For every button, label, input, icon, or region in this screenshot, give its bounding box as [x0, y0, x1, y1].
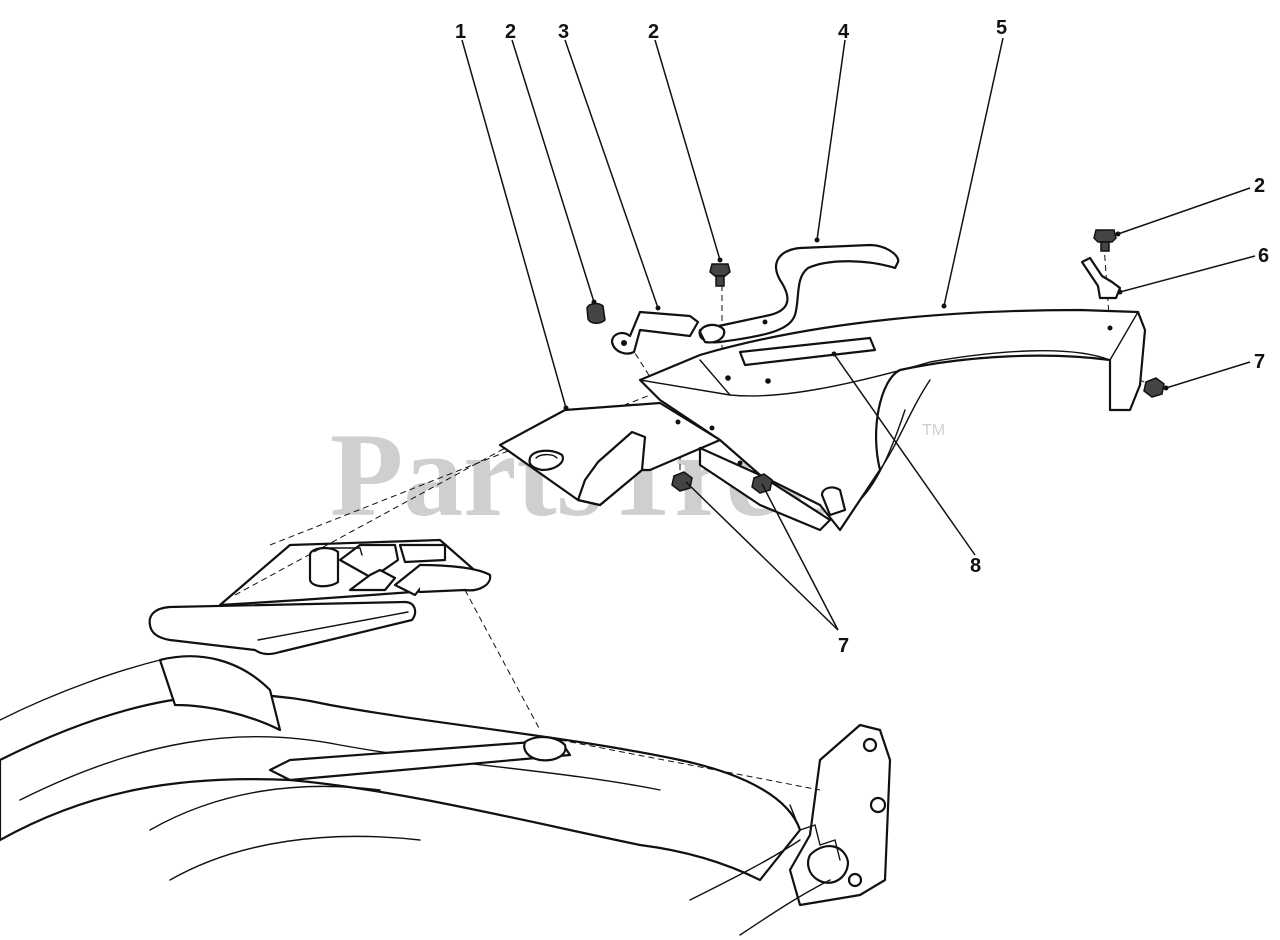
callout-2-right[interactable]: 2 [1254, 175, 1265, 197]
hardware [586, 229, 1165, 494]
callout-3[interactable]: 3 [558, 21, 569, 43]
callout-7-lower[interactable]: 7 [838, 635, 849, 657]
chute-bracket [610, 310, 700, 355]
handle-latch-assembly [148, 538, 492, 656]
callout-7-right[interactable]: 7 [1254, 351, 1265, 373]
callout-5[interactable]: 5 [996, 17, 1007, 39]
callout-8[interactable]: 8 [970, 555, 981, 577]
callout-numbers: 1 2 3 2 4 5 2 6 7 8 7 [455, 17, 1269, 657]
callout-2-left[interactable]: 2 [505, 21, 516, 43]
callout-4[interactable]: 4 [838, 21, 850, 43]
watermark-trademark: TM [922, 422, 945, 439]
callout-1[interactable]: 1 [455, 21, 466, 43]
callout-leader-lines [461, 37, 1256, 631]
callout-6[interactable]: 6 [1258, 245, 1269, 267]
mower-deck [0, 655, 892, 936]
callout-2-middle[interactable]: 2 [648, 21, 659, 43]
chute-handle [698, 243, 900, 344]
